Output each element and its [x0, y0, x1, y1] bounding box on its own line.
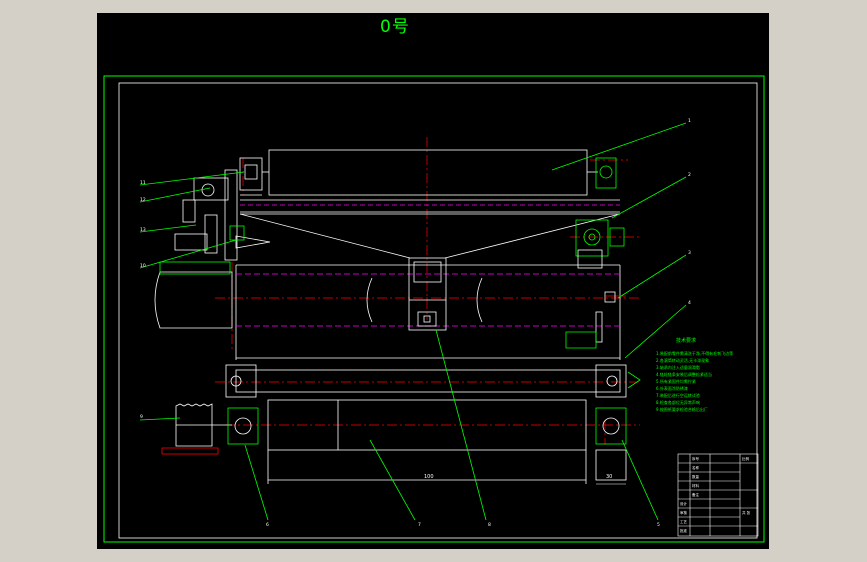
- cad-viewport[interactable]: [97, 13, 769, 549]
- top-right-bracket: [595, 157, 617, 189]
- title-block-sheets: 共 张: [742, 510, 751, 515]
- title-block-cell: 数量: [692, 474, 700, 479]
- tech-req-line: 4.链轮链条安装后调整松紧适当: [656, 371, 712, 377]
- title-block-cell: 设计: [680, 501, 688, 506]
- top-roller: [262, 149, 598, 196]
- tech-req-line: 1.装配前零件需清洗干净,不得有毛刺飞边等: [656, 350, 733, 356]
- tech-req-heading: 技术要求: [676, 337, 696, 344]
- main-drum: [154, 264, 621, 360]
- outer-frame: [103, 75, 765, 543]
- tech-req-line: 5.所有紧固件均需拧紧: [656, 378, 696, 384]
- dim-bracket-width: 30: [606, 474, 612, 480]
- callout-10: 10: [140, 263, 146, 269]
- bottom-roller: [267, 399, 587, 484]
- callout-4: 4: [688, 300, 691, 306]
- tech-req-line: 2.各滚筒转动灵活,无卡滞现象: [656, 357, 709, 363]
- callout-5: 5: [657, 522, 660, 528]
- tech-req-line: 6.外表面涂防锈漆: [656, 385, 688, 391]
- title-block-cell: 序号: [692, 456, 700, 461]
- callout-2: 2: [688, 172, 691, 178]
- callout-1: 1: [688, 118, 691, 124]
- leader-lines: [139, 122, 687, 521]
- callout-12: 12: [140, 197, 146, 203]
- title-block-cell: 工艺: [680, 519, 688, 524]
- left-mechanism: [174, 169, 271, 261]
- callout-3: 3: [688, 250, 691, 256]
- title-block-cell: 材料: [692, 483, 700, 488]
- right-guide: [565, 291, 626, 349]
- tech-req-line: 7.装配后进行空运转试验: [656, 392, 700, 398]
- center-lines: [215, 137, 640, 445]
- bottom-brackets: [227, 407, 627, 481]
- title-block-cell: 名称: [692, 465, 700, 470]
- hopper: [239, 199, 621, 259]
- center-outlet: [408, 257, 447, 331]
- dim-roller-width: 100: [424, 474, 434, 480]
- tech-req-line: 8.检查各部位无异常声响: [656, 399, 700, 405]
- tech-req-line: 9.按图纸要求检验合格后出厂: [656, 406, 708, 412]
- callout-13: 13: [140, 227, 146, 233]
- callout-6: 6: [266, 522, 269, 528]
- inner-frame: [118, 82, 758, 539]
- right-tensioner: [575, 219, 625, 269]
- title-block-scale: 比例: [742, 456, 750, 461]
- callout-7: 7: [418, 522, 421, 528]
- tech-req-line: 3.轴承内注入适量润滑脂: [656, 364, 700, 370]
- sheet-title: 0号: [380, 17, 410, 37]
- title-block-cell: 批准: [680, 528, 688, 533]
- pulley: [161, 403, 232, 455]
- title-block-cell: 审核: [680, 510, 688, 515]
- callout-8: 8: [488, 522, 491, 528]
- callout-11: 11: [140, 180, 146, 186]
- lower-shaft: [225, 364, 641, 398]
- left-mechanism-green: [159, 225, 245, 275]
- title-block-cell: 备注: [692, 492, 700, 497]
- assembly-drawing: 100 30 1 2 3 4 11 12 13 10 9 6 7 8 5 技术要…: [103, 75, 765, 543]
- callout-9: 9: [140, 414, 143, 420]
- title-block: [677, 453, 759, 537]
- top-left-bracket: [239, 157, 263, 196]
